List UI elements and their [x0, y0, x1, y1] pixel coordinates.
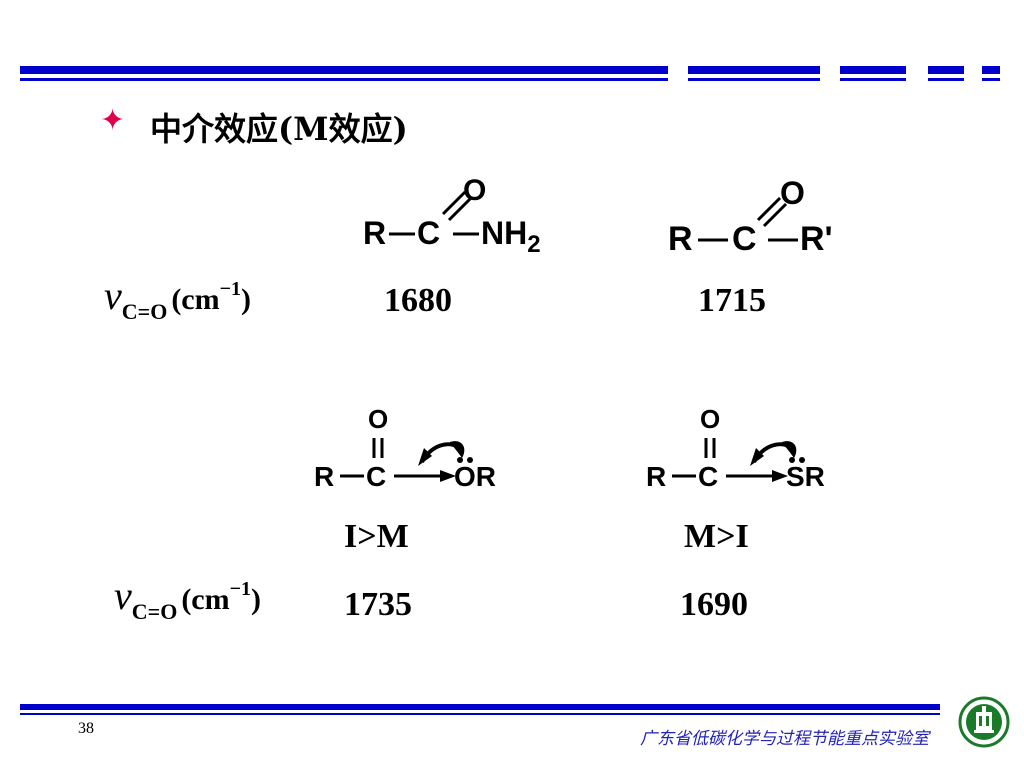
amide-sub: NH2: [481, 215, 541, 258]
ketone-c: C: [732, 220, 757, 258]
nu-symbol: ν: [114, 573, 132, 618]
amide-value: 1680: [384, 282, 452, 319]
footer-rule-thin: [20, 713, 940, 715]
thioester-o: O: [700, 404, 720, 434]
footer-lab-name: 广东省低碳化学与过程节能重点实验室: [640, 729, 929, 749]
header-dash-1: [688, 66, 820, 74]
thioester-sub: SR: [786, 461, 825, 492]
header-rule-thick: [20, 66, 668, 74]
ester-sub: OR: [454, 461, 496, 492]
ester-value: 1735: [344, 586, 412, 623]
page-number: 38: [78, 720, 94, 737]
footer-rule-thick: [20, 704, 940, 710]
header-rule-thin: [20, 78, 668, 81]
header-dash-3: [928, 66, 964, 74]
ester-r: R: [314, 461, 334, 492]
lab-seal-logo: [958, 696, 1010, 748]
header-dash-4: [982, 66, 1000, 74]
nu-subscript: C=O: [131, 599, 178, 624]
slide-title: 中介效应(M效应): [150, 110, 408, 148]
header-dash-2: [840, 66, 906, 74]
unit-close: ): [251, 583, 262, 616]
header-dash-2-thin: [840, 78, 906, 81]
nu-co-label-row2: νC=O (cm−1): [114, 572, 261, 625]
ketone-structure: R C O R': [668, 175, 833, 258]
unit-close: ): [241, 283, 252, 316]
ketone-sub: R': [800, 220, 833, 258]
header-dash-1-thin: [688, 78, 820, 81]
ester-structure: O R C OR: [314, 404, 496, 492]
unit-exponent: −1: [219, 278, 242, 300]
ketone-r: R: [668, 220, 693, 258]
header-dash-3-thin: [928, 78, 964, 81]
amide-nh-sub: 2: [527, 231, 540, 258]
thioester-structure: O R C SR: [646, 404, 825, 492]
amide-o: O: [463, 174, 486, 207]
header-dash-4-thin: [982, 78, 1000, 81]
nu-co-label-row1: νC=O (cm−1): [104, 272, 251, 325]
thioester-c: C: [698, 461, 718, 492]
amide-c: C: [417, 215, 440, 251]
ester-effect: I>M: [344, 518, 409, 555]
nu-symbol: ν: [104, 273, 122, 318]
ester-o: O: [368, 404, 388, 434]
unit-open: (cm: [171, 283, 220, 316]
unit-open: (cm: [181, 583, 230, 616]
unit-exponent: −1: [229, 578, 252, 600]
ketone-o: O: [780, 175, 805, 211]
thioester-effect: M>I: [684, 518, 749, 555]
nu-subscript: C=O: [121, 299, 168, 324]
ketone-value: 1715: [698, 282, 766, 319]
amide-nh: NH: [481, 215, 527, 251]
four-point-star-icon: ✦: [100, 104, 126, 137]
ester-c: C: [366, 461, 386, 492]
amide-r: R: [363, 215, 386, 251]
thioester-r: R: [646, 461, 666, 492]
thioester-value: 1690: [680, 586, 748, 623]
amide-structure: R C O NH2: [363, 174, 541, 258]
